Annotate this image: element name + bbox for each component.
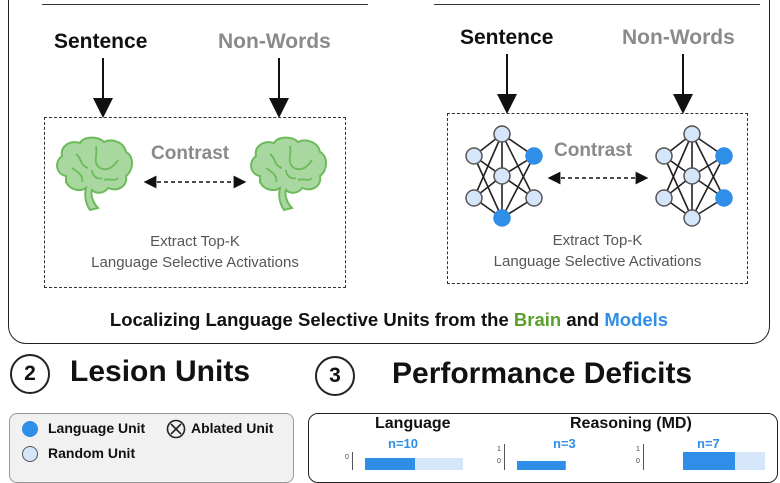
random-unit-dot	[22, 446, 38, 462]
left-header-rule	[42, 4, 368, 5]
chart-tick-label: 0	[497, 458, 501, 465]
right-extract-text: Extract Top-K Language Selective Activat…	[447, 230, 748, 272]
caption-middle: and	[561, 309, 605, 330]
caption-brain: Brain	[513, 309, 562, 330]
legend-ablated-unit: Ablated Unit	[191, 420, 274, 436]
right-nonwords-label: Non-Words	[622, 26, 735, 49]
language-chart-title: Language	[375, 415, 451, 432]
panel-caption: Localizing Language Selective Units from…	[8, 309, 770, 331]
caption-prefix: Localizing Language Selective Units from…	[109, 309, 514, 330]
right-extract-line2: Language Selective Activations	[493, 253, 702, 270]
left-contrast-label: Contrast	[151, 143, 230, 164]
chart-bar	[683, 452, 735, 470]
chart-axis	[643, 444, 644, 470]
caption-models: Models	[604, 309, 669, 330]
chart-n-label: n=10	[388, 436, 418, 451]
chart-axis	[352, 452, 353, 470]
neural-network-icon	[465, 125, 543, 227]
chart-bar	[415, 458, 463, 470]
reasoning-chart-title: Reasoning (MD)	[570, 415, 692, 432]
left-contrast-box	[44, 117, 346, 288]
right-extract-line1: Extract Top-K	[552, 232, 643, 249]
chart-bar	[517, 461, 565, 470]
brain-icon	[250, 136, 327, 212]
step-number-2: 2	[10, 354, 50, 394]
right-contrast-label: Contrast	[554, 140, 633, 161]
ablated-unit-icon	[166, 419, 186, 439]
left-extract-text: Extract Top-K Language Selective Activat…	[44, 231, 346, 273]
right-contrast-box	[447, 113, 748, 284]
chart-n-label: n=7	[697, 436, 720, 451]
chart-tick-label: 0	[345, 454, 349, 461]
localization-panel	[8, 0, 770, 344]
right-header-rule	[434, 4, 760, 5]
neural-network-icon	[655, 125, 733, 227]
arrows-layer	[93, 54, 693, 118]
left-double-arrow	[143, 171, 649, 189]
section-title-performance-deficits: Performance Deficits	[392, 357, 693, 390]
step-number-3: 3	[315, 356, 355, 396]
language-unit-dot	[22, 421, 38, 437]
left-extract-line1: Extract Top-K	[150, 233, 240, 250]
brain-icon	[56, 136, 133, 212]
left-sentence-label: Sentence	[54, 30, 148, 53]
chart-axis	[504, 444, 505, 470]
right-sentence-label: Sentence	[460, 26, 554, 49]
legend-language-unit: Language Unit	[48, 420, 146, 436]
chart-bar	[365, 458, 415, 470]
legend-random-unit: Random Unit	[48, 445, 136, 461]
chart-bar	[735, 452, 765, 470]
chart-tick-label: 1	[497, 446, 501, 453]
chart-tick-label: 0	[636, 458, 640, 465]
section-title-lesion-units: Lesion Units	[70, 355, 251, 388]
chart-tick-label: 1	[636, 446, 640, 453]
chart-divider	[565, 461, 566, 470]
left-extract-line2: Language Selective Activations	[91, 254, 299, 271]
chart-n-label: n=3	[553, 436, 576, 451]
left-nonwords-label: Non-Words	[218, 30, 331, 53]
